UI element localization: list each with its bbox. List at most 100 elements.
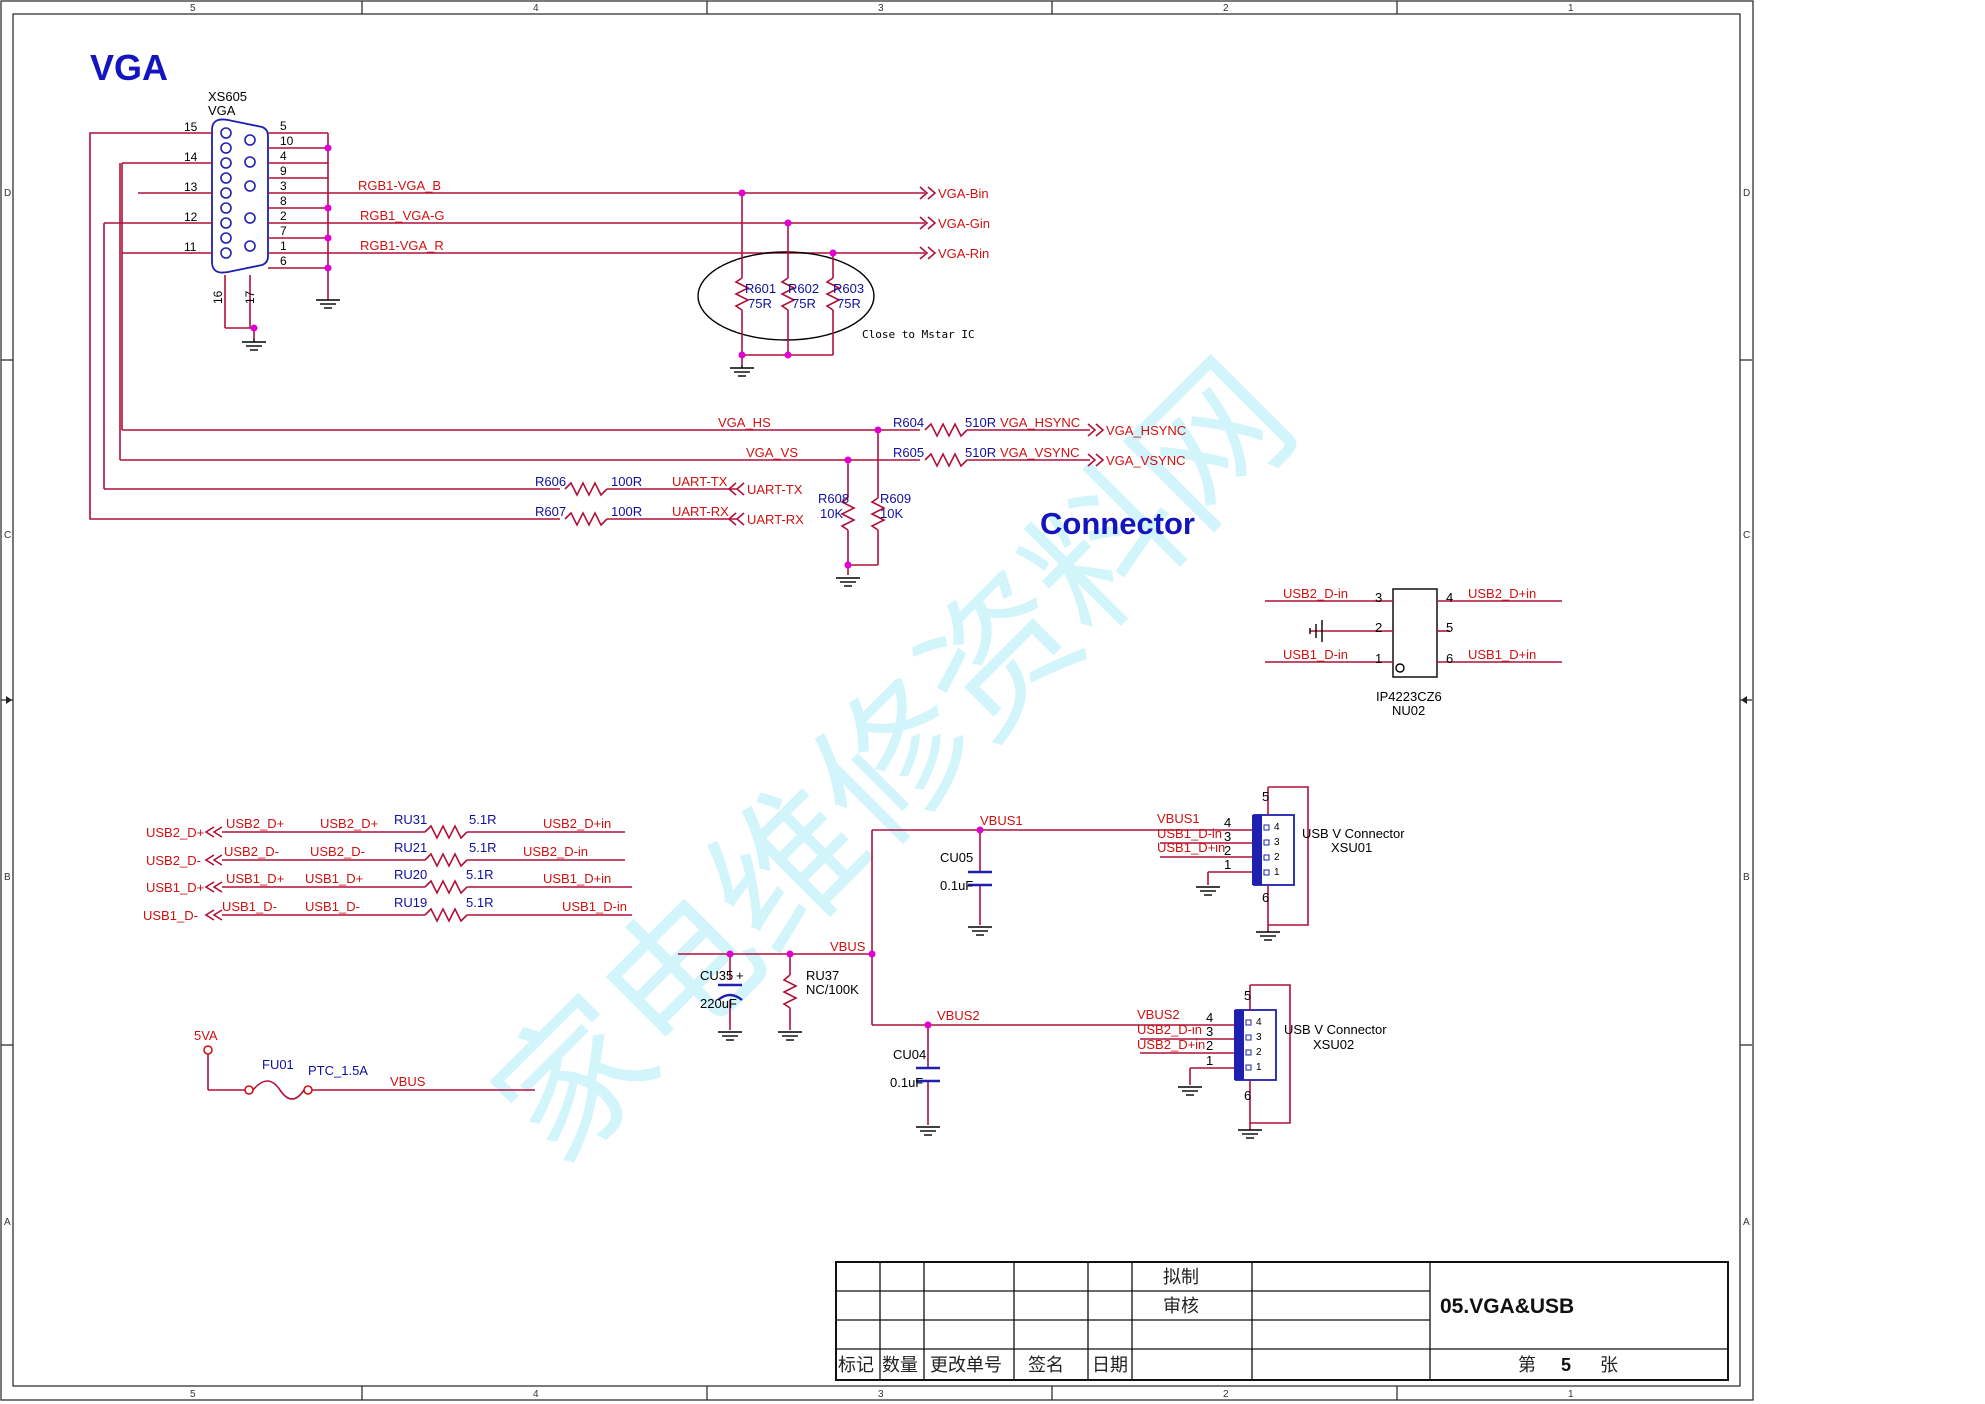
schematic-label: USB1_D+ bbox=[305, 871, 363, 886]
schematic-stroke bbox=[919, 186, 929, 200]
row-label: C bbox=[4, 530, 11, 541]
row-label: D bbox=[4, 188, 11, 199]
schematic-label: VBUS2 bbox=[1137, 1007, 1180, 1022]
schematic-stroke bbox=[324, 144, 332, 152]
ru37-ref: RU37 bbox=[806, 968, 839, 983]
schematic-stroke bbox=[303, 1085, 313, 1095]
schematic-group bbox=[1160, 787, 1269, 932]
col-label: 3 bbox=[878, 1389, 884, 1400]
col-label: 4 bbox=[533, 3, 539, 14]
schematic-stroke bbox=[927, 186, 937, 200]
col-label: 5 bbox=[190, 3, 196, 14]
schematic-stroke bbox=[1245, 1064, 1252, 1071]
row-label: D bbox=[1743, 188, 1750, 199]
r609-ref: R609 bbox=[880, 491, 911, 506]
schematic-stroke bbox=[829, 249, 837, 257]
schematic-stroke bbox=[874, 426, 882, 434]
schematic-group: 43 21 bbox=[1274, 822, 1280, 878]
schematic-stroke bbox=[244, 156, 256, 168]
schematic-label: USB1_D+ bbox=[226, 871, 284, 886]
schematic-label: 5 bbox=[1244, 988, 1251, 1003]
port-vga-rin: VGA-Rin bbox=[938, 246, 989, 261]
net-label-b: RGB1-VGA_B bbox=[358, 178, 441, 193]
schematic-label: 1 bbox=[1206, 1053, 1213, 1068]
schematic-stroke bbox=[220, 232, 232, 244]
schematic-stroke bbox=[220, 157, 232, 169]
r603-val: 75R bbox=[837, 296, 861, 311]
schematic-label: USB2_D+ bbox=[226, 816, 284, 831]
net-vbus-in: VBUS bbox=[390, 1074, 426, 1089]
schematic-group bbox=[919, 186, 937, 260]
row-label: C bbox=[1743, 530, 1750, 541]
schematic-label: 3 bbox=[1206, 1024, 1213, 1039]
schematic-stroke bbox=[780, 277, 796, 311]
schematic-label: 签名 bbox=[1028, 1355, 1064, 1376]
schematic-stroke bbox=[204, 854, 215, 866]
schematic-label: 15 bbox=[184, 120, 198, 134]
schematic-stroke bbox=[220, 202, 232, 214]
schematic-label: USB2_D+ bbox=[320, 816, 378, 831]
col-label: 5 bbox=[190, 1389, 196, 1400]
schematic-stroke bbox=[919, 246, 929, 260]
net-usb2-dp-in: USB2_D+in bbox=[1468, 586, 1536, 601]
schematic-group: 54 32 16 bbox=[1224, 789, 1269, 905]
esd-ref: NU02 bbox=[1392, 703, 1425, 718]
ground-symbol bbox=[1196, 886, 1280, 941]
row-label: A bbox=[4, 1217, 11, 1228]
schematic-group bbox=[726, 826, 984, 1029]
drawing-title: 05.VGA&USB bbox=[1440, 1295, 1574, 1318]
port-vga-vsync: VGA_VSYNC bbox=[1106, 453, 1185, 468]
schematic-label: 1 bbox=[1224, 857, 1231, 872]
schematic-stroke bbox=[564, 511, 608, 527]
r605-ref: R605 bbox=[893, 445, 924, 460]
schematic-stroke bbox=[203, 1045, 213, 1055]
cu04-ref: CU04 bbox=[893, 1047, 926, 1062]
schematic-label: 5 bbox=[280, 119, 287, 133]
port-uart-rx: UART-RX bbox=[747, 512, 804, 527]
schematic-stroke bbox=[784, 351, 792, 359]
schematic-group bbox=[738, 189, 837, 359]
schematic-group bbox=[734, 193, 841, 365]
schematic-stroke bbox=[835, 1261, 1729, 1381]
r608-val: 10K bbox=[820, 506, 843, 521]
schematic-stroke bbox=[1095, 453, 1105, 467]
schematic-stroke bbox=[738, 351, 746, 359]
title-block: 拟制 审核 05.VGA&USB 标记 数量 更改单号 签名 日期 第 5 张 bbox=[835, 1261, 1729, 1381]
schematic-stroke bbox=[1087, 423, 1097, 437]
schematic-label: 11 bbox=[184, 240, 197, 254]
r604-ref: R604 bbox=[893, 415, 924, 430]
schematic-stroke bbox=[927, 246, 937, 260]
schematic-label: 更改单号 bbox=[930, 1355, 1002, 1376]
schematic-label: USB1_D-in bbox=[562, 899, 627, 914]
schematic-label: 16 bbox=[211, 290, 225, 304]
border-labels: 5 4 3 2 1 5 4 3 2 1 D C B A D C B A bbox=[4, 3, 1750, 1400]
ground-symbol bbox=[316, 299, 340, 309]
schematic-label: 6 bbox=[280, 254, 287, 268]
schematic-stroke bbox=[250, 324, 258, 332]
net-vga-vs: VGA_VS bbox=[746, 445, 798, 460]
xsu02-ref: XSU02 bbox=[1313, 1037, 1354, 1052]
schematic-label: USB1_D- bbox=[222, 899, 277, 914]
schematic-label: 5.1R bbox=[466, 895, 493, 910]
schematic-stroke bbox=[727, 482, 737, 496]
net-label-g: RGB1_VGA-G bbox=[360, 208, 445, 223]
schematic-group bbox=[844, 426, 882, 569]
schematic-group bbox=[1140, 985, 1251, 1130]
cu05-val: 0.1uF bbox=[940, 878, 973, 893]
schematic-group bbox=[840, 430, 886, 575]
net-vga-hs: VGA_HS bbox=[718, 415, 771, 430]
r602-val: 75R bbox=[792, 296, 816, 311]
schematic-label: USB2_D- bbox=[310, 844, 365, 859]
port-usb1-dp: USB1_D+ bbox=[146, 880, 204, 895]
schematic-stroke bbox=[1245, 1019, 1252, 1026]
schematic-label: 5.1R bbox=[469, 812, 496, 827]
schematic-stroke bbox=[840, 497, 856, 531]
schematic-label: 3 bbox=[1274, 837, 1280, 848]
schematic-group bbox=[207, 1054, 535, 1100]
sheet-post: 张 bbox=[1600, 1355, 1618, 1376]
schematic-group: 32 14 56 bbox=[1375, 590, 1453, 666]
r601-val: 75R bbox=[748, 296, 772, 311]
rgb-nets: RGB1-VGA_B RGB1_VGA-G RGB1-VGA_R VGA-Bin… bbox=[328, 178, 990, 261]
